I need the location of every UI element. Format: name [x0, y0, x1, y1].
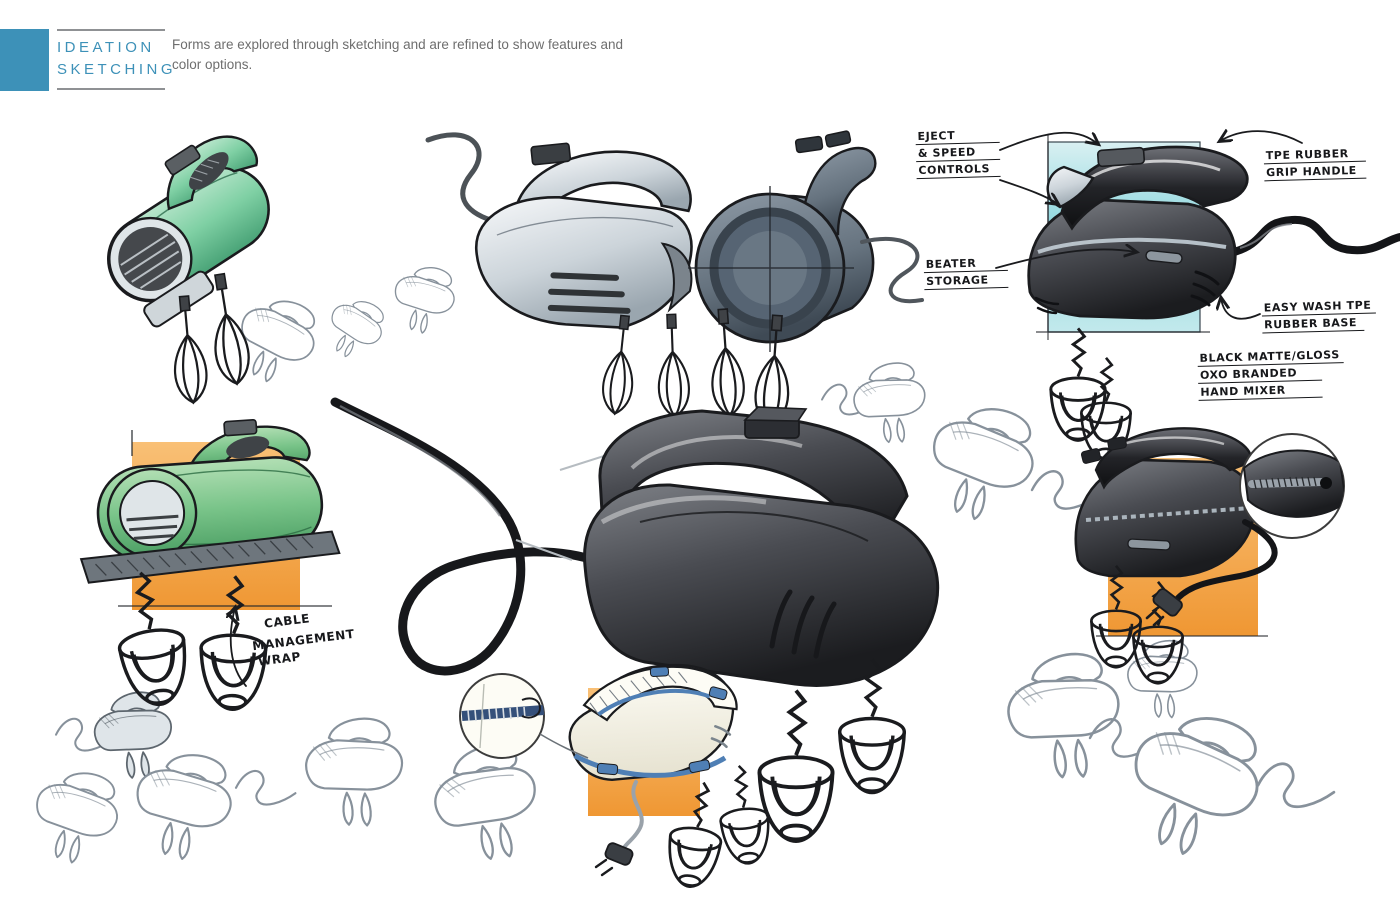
page-title-line2: SKETCHING	[57, 60, 177, 78]
power-plug-right	[1145, 519, 1278, 627]
annotation-beater-storage: BEATER STORAGE	[923, 255, 1009, 292]
brand-accent-square	[0, 29, 49, 91]
power-plug-bottom	[594, 780, 644, 877]
annotation-tpe-rubber-grip-handle: TPE RUBBER GRIP HANDLE	[1263, 146, 1367, 184]
sketch-green-side-mixer	[79, 418, 341, 712]
power-cable-right	[1175, 519, 1278, 601]
sketch-cream-mixer	[459, 663, 774, 892]
annotation-arrows	[231, 131, 1303, 687]
rubber-base	[79, 530, 341, 584]
page-description: Forms are explored through sketching and…	[172, 37, 624, 73]
zipper-detail-inset	[459, 673, 589, 759]
annotation-easy-wash-tpe-rubber-base: EASY WASH TPE RUBBER BASE	[1261, 298, 1377, 336]
sketch-black-mixer-right	[1074, 427, 1345, 685]
cable-management-cable	[330, 397, 605, 676]
sketch-slate-front-mixer	[688, 130, 924, 429]
annotation-black-matte-gloss-oxo: BLACK MATTE/GLOSS OXO BRANDED HAND MIXER	[1197, 348, 1345, 403]
sketch-center-charcoal-mixer	[515, 406, 940, 844]
beater-storage-slot	[1145, 249, 1183, 265]
slate-mixer-cable	[860, 236, 924, 304]
page-title-line1: IDEATION	[57, 39, 155, 56]
sketch-mint-handheld-mixer	[107, 135, 270, 406]
speed-control-button	[1096, 146, 1146, 168]
sketch-oxo-black-mixer	[1027, 145, 1400, 461]
cable-wrap-detail-inset	[1239, 433, 1345, 539]
silver-mixer-cable	[425, 132, 500, 225]
sketch-silver-mixer	[425, 132, 693, 419]
page-title: IDEATION SKETCHING	[57, 29, 177, 90]
oxo-power-cable	[1230, 215, 1400, 256]
ghost-sketch-cluster-top	[224, 260, 461, 394]
power-cable-bottom	[620, 780, 644, 854]
annotation-eject-speed-controls: EJECT & SPEED CONTROLS	[915, 127, 1001, 181]
ghost-sketch-cluster-bottom-right	[1000, 638, 1336, 871]
annotation-cable-management-wrap: CABLE MANAGEMENT WRAP	[251, 611, 356, 669]
